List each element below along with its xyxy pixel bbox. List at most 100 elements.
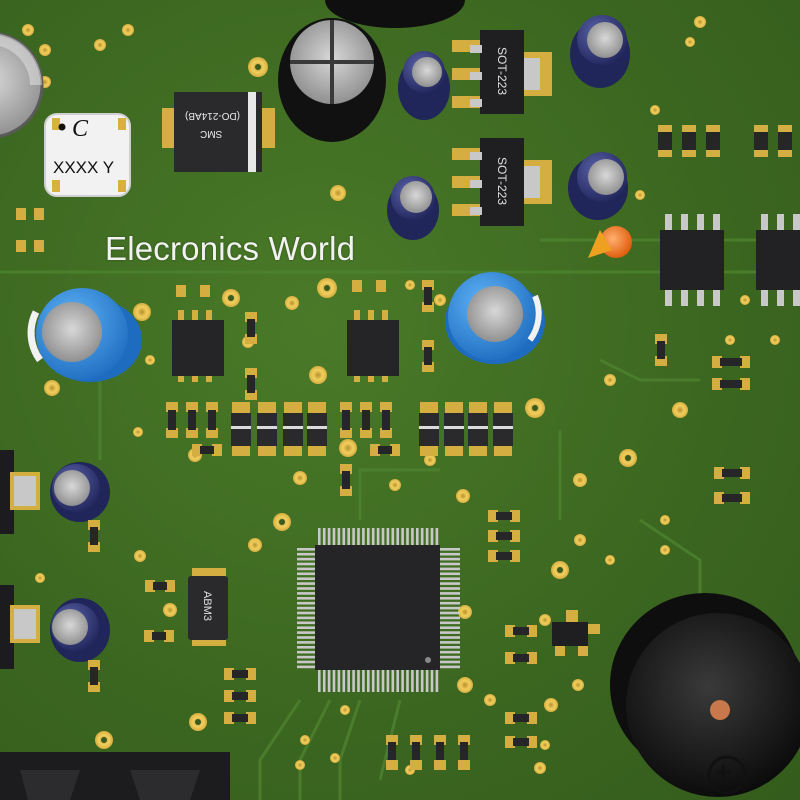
- qfp-pin: [297, 621, 315, 625]
- qfp-pin: [401, 670, 404, 692]
- electrolytic-capacitor-black: [278, 0, 465, 142]
- qfp-pin: [440, 611, 460, 615]
- qfp-pin: [342, 670, 346, 692]
- qfp-pin: [327, 528, 331, 546]
- qfp-pin: [297, 582, 315, 585]
- qfp-pin: [297, 567, 315, 571]
- qfp-pin: [440, 660, 460, 664]
- qfp-pin: [391, 528, 395, 546]
- qfp-pin: [440, 641, 460, 644]
- qfp-pin: [386, 528, 390, 546]
- qfp-pin: [440, 557, 460, 561]
- qfp-pin: [352, 670, 355, 692]
- qfp-pin: [440, 650, 460, 654]
- qfp-pin: [297, 636, 315, 639]
- regulator-1: [452, 30, 552, 114]
- regulator-2-label: SOT-223: [495, 156, 510, 206]
- diode-code-label: (DO-214AB): [185, 110, 241, 121]
- qfp-pin: [435, 528, 439, 546]
- qfp-pin: [322, 528, 326, 546]
- qfp-pin: [401, 528, 404, 546]
- qfp-pin: [371, 670, 375, 692]
- qfp-pin: [440, 631, 460, 634]
- qfp-pin: [297, 562, 315, 566]
- qfp-pin: [297, 606, 315, 610]
- qfp-pin: [297, 616, 315, 620]
- qfp-pin: [352, 528, 355, 546]
- qfp-pin: [416, 670, 419, 692]
- electrolytic-capacitor-large: [0, 32, 44, 138]
- qfp-pin: [430, 670, 434, 692]
- crystal: [188, 568, 228, 646]
- qfp-pin: [440, 655, 460, 659]
- board-caption: Elecronics World: [105, 230, 356, 267]
- soic-ics: [660, 214, 800, 306]
- qfp-pin: [297, 587, 315, 590]
- qfp-pin: [347, 528, 350, 546]
- qfp-pin: [440, 582, 460, 585]
- qfp-pin: [440, 577, 460, 580]
- qfp-pin: [376, 670, 380, 692]
- qfp-pin: [367, 670, 370, 692]
- qfp-pin: [297, 597, 315, 600]
- qfp-pin: [440, 572, 460, 576]
- qfp-pin: [440, 616, 460, 620]
- qfp-pin: [362, 528, 365, 546]
- transistor: [552, 610, 600, 656]
- vias: [20, 16, 780, 775]
- edge-connectors: [0, 450, 230, 800]
- qfp-pin: [347, 670, 350, 692]
- qfp-pin: [337, 670, 341, 692]
- qfp-pin: [381, 528, 385, 546]
- qfp-pin: [386, 670, 390, 692]
- qfp-pin: [440, 601, 460, 605]
- qfp-pin: [322, 670, 326, 692]
- qfp-pin: [357, 670, 360, 692]
- qfp-pin: [411, 528, 414, 546]
- qfp-pin: [297, 611, 315, 615]
- inductor-letter: C: [72, 116, 89, 142]
- qfp-pin: [440, 665, 460, 669]
- qfp-pin: [435, 670, 439, 692]
- qfp-pin: [297, 577, 315, 580]
- qfn-ics: [172, 310, 399, 382]
- qfp-pin: [318, 528, 321, 546]
- qfp-pin: [396, 528, 399, 546]
- inductor: [44, 113, 131, 197]
- qfp-pin: [406, 528, 409, 546]
- qfp-pin: [425, 670, 429, 692]
- qfp-pin: [440, 562, 460, 566]
- qfp-pin: [440, 606, 460, 610]
- qfp-pin: [297, 655, 315, 659]
- buzzer: [610, 593, 800, 797]
- qfp-pin: [297, 626, 315, 629]
- qfp-pin: [357, 528, 360, 546]
- qfp-pin: [440, 597, 460, 600]
- qfp-pin: [297, 631, 315, 634]
- qfp-pin: [297, 660, 315, 664]
- qfp-pin: [342, 528, 346, 546]
- inductor-code: XXXX Y: [53, 158, 115, 177]
- mcu-qfp: [297, 528, 460, 692]
- qfp-pin: [425, 528, 429, 546]
- qfp-pin: [362, 670, 365, 692]
- qfp-pin: [297, 650, 315, 654]
- qfp-pin: [381, 670, 385, 692]
- qfp-pin: [297, 641, 315, 644]
- qfp-pin: [440, 567, 460, 571]
- navy-capacitors: [50, 15, 630, 662]
- qfp-pin: [297, 592, 315, 595]
- qfp-pin: [396, 670, 399, 692]
- diode-smc: [162, 92, 275, 172]
- qfp-pin: [367, 528, 370, 546]
- qfp-pin: [297, 665, 315, 669]
- regulator-2: [452, 138, 552, 226]
- qfp-pin: [327, 670, 331, 692]
- qfp-pin: [411, 670, 414, 692]
- qfp-pin: [318, 670, 321, 692]
- diode-package-label: SMC: [200, 128, 223, 139]
- qfp-pin: [332, 528, 336, 546]
- blue-capacitors: [27, 272, 545, 382]
